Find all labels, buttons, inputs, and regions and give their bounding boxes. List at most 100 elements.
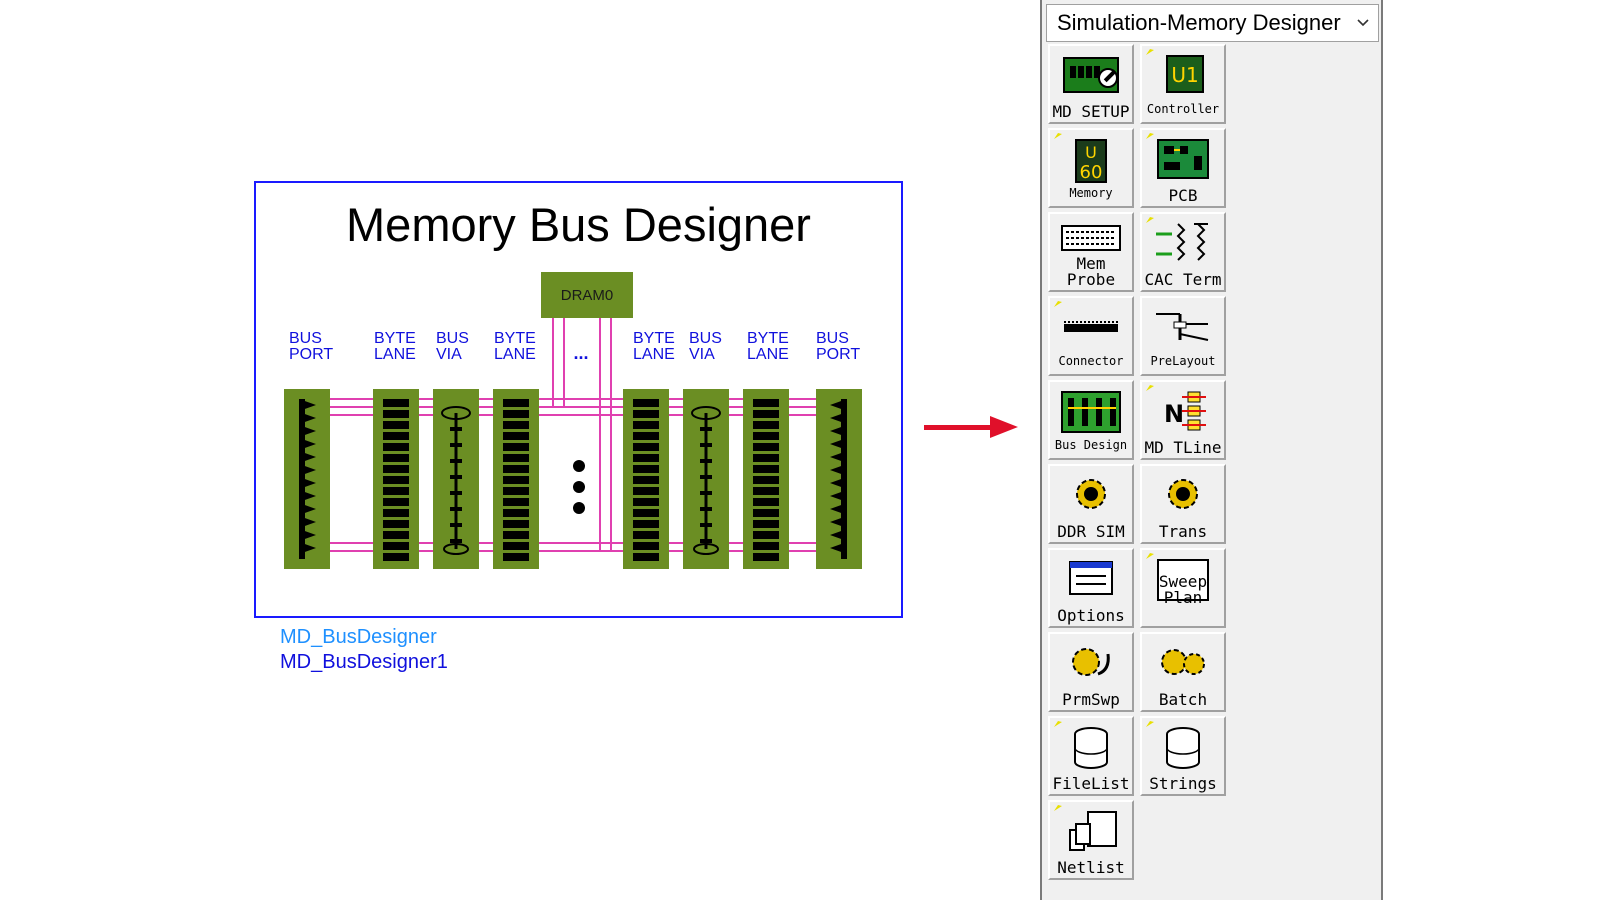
vdot-1 [573, 460, 585, 472]
column-label-5-line2: VIA [689, 346, 715, 363]
chevron-down-icon [1357, 19, 1369, 27]
param-sweep-icon [1072, 648, 1110, 676]
spark-icon [1054, 133, 1062, 139]
column-block-6 [743, 389, 789, 569]
batch-icon [1161, 649, 1205, 675]
column-block-7 [816, 389, 862, 569]
memory-chip-icon: U 60 [1075, 139, 1107, 183]
dram-label: DRAM0 [561, 287, 614, 304]
tool-label: PreLayout [1150, 354, 1216, 368]
tool-filelist[interactable]: FileList [1048, 716, 1134, 796]
column-label-7-line1: BUS [816, 330, 849, 347]
tool-label: MD TLine [1144, 438, 1222, 457]
connector-icon [1064, 321, 1118, 332]
spark-icon [1054, 805, 1062, 811]
column-block-3 [493, 389, 539, 569]
right-arrow-icon [924, 416, 1018, 438]
ellipsis-label: ... [573, 343, 588, 363]
dram-block: DRAM0 [541, 272, 633, 318]
tool-ddr-sim[interactable]: DDR SIM [1048, 464, 1134, 544]
tool-batch[interactable]: Batch [1140, 632, 1226, 712]
tool-label: PCB [1168, 186, 1198, 205]
controller-chip-icon: U1 [1166, 55, 1204, 93]
column-label-1-line2: LANE [374, 346, 416, 363]
column-label-0-line2: PORT [289, 346, 333, 363]
vdot-2 [573, 481, 585, 493]
tool-label: Options [1057, 606, 1125, 625]
tool-pcb[interactable]: PCB [1140, 128, 1226, 208]
component-palette: Simulation-Memory Designer MD SETUP U1 C… [1040, 0, 1383, 900]
tool-memory[interactable]: U 60 Memory [1048, 128, 1134, 208]
tool-label: Bus Design [1054, 438, 1128, 452]
window-options-icon [1069, 561, 1113, 595]
gear-icon [1076, 479, 1106, 509]
column-label-6-line2: LANE [747, 346, 789, 363]
tline-icon: N [1164, 391, 1206, 431]
spark-icon [1146, 49, 1154, 55]
cac-term-icon [1156, 223, 1208, 261]
prelayout-icon [1156, 313, 1209, 341]
lane-blocks [284, 389, 862, 569]
tool-mem-probe[interactable]: Mem Probe [1048, 212, 1134, 292]
column-block-1 [373, 389, 419, 569]
palette-library-dropdown[interactable]: Simulation-Memory Designer [1046, 4, 1379, 42]
tool-label: Netlist [1057, 858, 1125, 877]
tool-label: PrmSwp [1062, 690, 1120, 709]
tool-cac-term[interactable]: CAC Term [1140, 212, 1226, 292]
tool-md-setup[interactable]: MD SETUP [1048, 44, 1134, 124]
tool-connector[interactable]: Connector [1048, 296, 1134, 376]
tool-options[interactable]: Options [1048, 548, 1134, 628]
column-block-4 [623, 389, 669, 569]
column-label-0-line1: BUS [289, 330, 322, 347]
database-icon [1166, 727, 1200, 769]
bus-diagram: DRAM0 BUSPORTBYTELANEBUSVIABYTELANEBYTEL… [284, 272, 862, 569]
spark-icon [1146, 217, 1154, 223]
column-label-2-line1: BUS [436, 330, 469, 347]
spark-icon [1054, 301, 1062, 307]
tool-label: DDR SIM [1057, 522, 1125, 541]
tool-sweep-plan[interactable]: Sweep Plan [1140, 548, 1226, 628]
svg-text:N: N [1164, 400, 1184, 428]
tool-label: CAC Term [1144, 270, 1222, 289]
database-icon [1074, 727, 1108, 769]
tool-label: Controller [1146, 102, 1220, 116]
gear-icon [1168, 479, 1198, 509]
tool-md-tline[interactable]: N MD TLine [1140, 380, 1226, 460]
tool-netlist[interactable]: Netlist [1048, 800, 1134, 880]
netlist-icon [1069, 811, 1117, 851]
spark-icon [1146, 133, 1154, 139]
tool-label: MD SETUP [1052, 102, 1130, 121]
tool-label: Strings [1149, 774, 1217, 793]
column-label-2-line2: VIA [436, 346, 462, 363]
tool-label: Mem Probe [1066, 254, 1116, 289]
column-label-7-line2: PORT [816, 346, 860, 363]
column-label-4-line2: LANE [633, 346, 675, 363]
palette-title: Simulation-Memory Designer [1057, 10, 1341, 35]
column-label-3-line2: LANE [494, 346, 536, 363]
tool-trans[interactable]: Trans [1140, 464, 1226, 544]
spark-icon [1146, 721, 1154, 727]
bus-design-icon [1061, 391, 1121, 433]
instance-name-1[interactable]: MD_BusDesigner [280, 626, 437, 648]
instance-name-2[interactable]: MD_BusDesigner1 [280, 651, 448, 673]
symbol-title: Memory Bus Designer [346, 198, 811, 251]
column-label-6-line1: BYTE [747, 330, 789, 347]
tool-strings[interactable]: Strings [1140, 716, 1226, 796]
column-block-0 [284, 389, 330, 569]
tool-label: Batch [1158, 690, 1208, 709]
tool-controller[interactable]: U1 Controller [1140, 44, 1226, 124]
spark-icon [1146, 553, 1154, 559]
tool-prelayout[interactable]: PreLayout [1140, 296, 1226, 376]
tool-label: Connector [1058, 354, 1124, 368]
tool-bus-design[interactable]: Bus Design [1048, 380, 1134, 460]
tool-label: FileList [1052, 774, 1130, 793]
column-label-1-line1: BYTE [374, 330, 416, 347]
column-label-5-line1: BUS [689, 330, 722, 347]
tool-prmswp[interactable]: PrmSwp [1048, 632, 1134, 712]
column-block-2 [433, 389, 479, 569]
sweep-plan-icon [1157, 559, 1209, 601]
svg-text:U: U [1085, 143, 1097, 162]
tool-label: Trans [1158, 522, 1208, 541]
svg-text:60: 60 [1080, 162, 1103, 183]
